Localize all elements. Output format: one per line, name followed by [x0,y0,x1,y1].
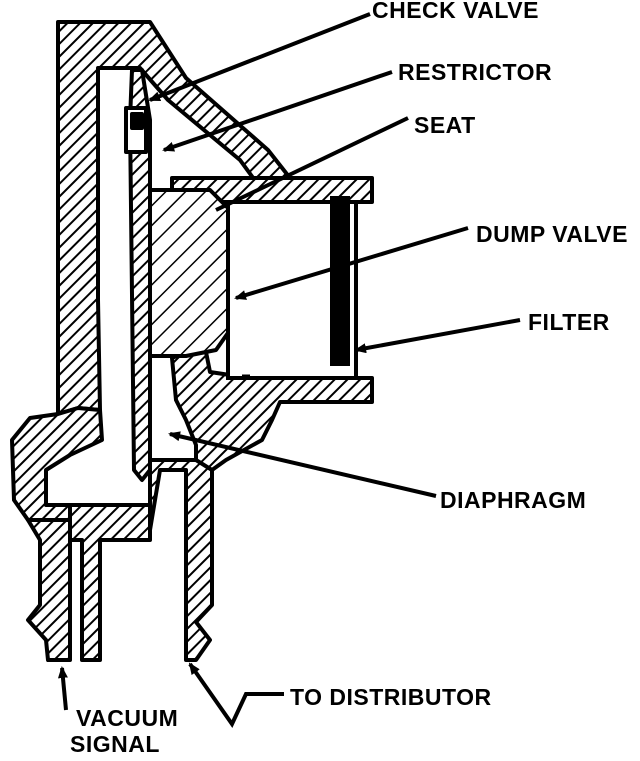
filter-media [330,196,350,366]
label-to-distributor: TO DISTRIBUTOR [290,684,492,710]
diaphragm [128,68,152,482]
housing-left-fitting [26,518,72,662]
label-check-valve: CHECK VALVE [372,0,539,23]
dump-valve-body [148,188,232,358]
label-diaphragm: DIAPHRAGM [440,487,586,513]
housing-center-web [68,503,152,662]
leader-check-valve [148,12,371,102]
housing-lower-flange [170,350,374,472]
leader-filter [354,318,521,354]
diaphragm-assembly [124,68,232,482]
leader-to-distributor [188,662,284,728]
housing-right-fitting [148,458,214,662]
leader-dump-valve [234,226,469,300]
label-dump-valve: DUMP VALVE [476,221,628,247]
label-filter: FILTER [528,309,610,335]
label-vacuum-line2: SIGNAL [70,731,160,756]
leader-lines [57,12,521,728]
check-valve-element [130,112,144,130]
leader-vacuum-signal [57,666,68,711]
leader-diaphragm [168,431,437,498]
label-seat: SEAT [414,112,476,138]
leader-restrictor [162,70,393,152]
housing-lower-left-bulge [10,406,104,522]
labels: CHECK VALVE RESTRICTOR SEAT DUMP VALVE F… [70,0,628,757]
filter-element [226,196,358,380]
leader-seat [215,116,409,212]
label-restrictor: RESTRICTOR [398,59,552,85]
label-vacuum-line1: VACUUM [76,705,178,731]
